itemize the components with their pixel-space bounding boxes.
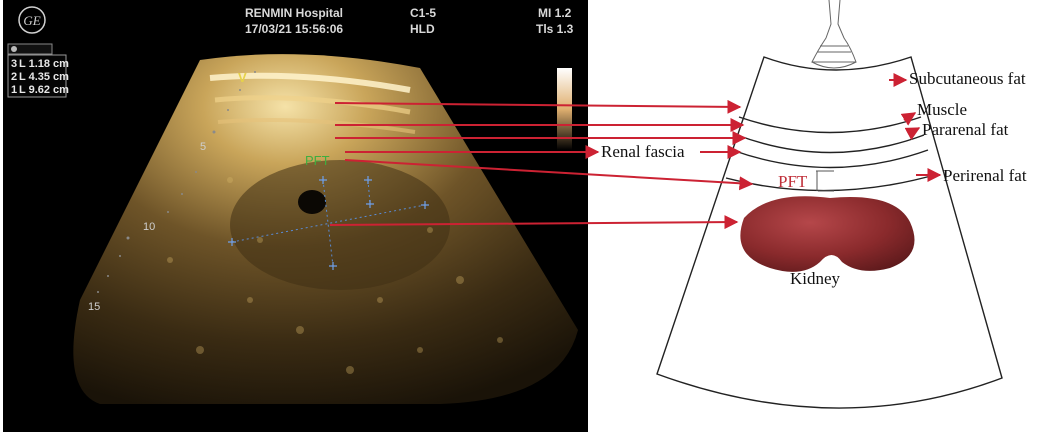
- svg-text:GE: GE: [23, 13, 40, 28]
- transducer-icon: [812, 0, 856, 68]
- measurement-value-3: L 1.18 cm: [19, 58, 69, 70]
- ultrasound-panel: GE RENMIN Hospital 17/03/21 15:56:06 C1-…: [3, 0, 588, 432]
- muscle-label: Muscle: [917, 100, 967, 119]
- probe-label: C1-5: [410, 6, 436, 20]
- perirenal-fat-label: Perirenal fat: [943, 166, 1027, 185]
- measurement-index-1: 1: [11, 84, 17, 96]
- mode-label: HLD: [410, 22, 435, 36]
- ultrasound-sinus: [298, 190, 326, 214]
- tis-value: Tls 1.3: [536, 22, 574, 36]
- renal-fascia-label: Renal fascia: [601, 142, 685, 161]
- scan-datetime: 17/03/21 15:56:06: [245, 22, 343, 36]
- kidney-label: Kidney: [790, 269, 841, 288]
- ultrasound-pft-overlay: PFT: [305, 153, 330, 168]
- depth-mark-10: 10: [143, 221, 155, 233]
- mi-value: MI 1.2: [538, 6, 572, 20]
- measurement-value-2: L 4.35 cm: [19, 71, 69, 83]
- pft-label: PFT: [778, 172, 808, 191]
- measurement-index-3: 3: [11, 58, 17, 70]
- depth-mark-15: 15: [88, 301, 100, 313]
- measurement-value-1: L 9.62 cm: [19, 84, 69, 96]
- depth-mark-5: 5: [200, 141, 206, 153]
- probe-orientation-marker: V: [238, 70, 247, 85]
- pararenal-fat-label: Pararenal fat: [922, 120, 1009, 139]
- hospital-name: RENMIN Hospital: [245, 6, 343, 20]
- measurement-index-2: 2: [11, 71, 17, 83]
- subcutaneous-fat-label: Subcutaneous fat: [909, 69, 1026, 88]
- schematic-diagram: PFT Kidney Subcutaneous fat Muscle Parar…: [601, 0, 1027, 408]
